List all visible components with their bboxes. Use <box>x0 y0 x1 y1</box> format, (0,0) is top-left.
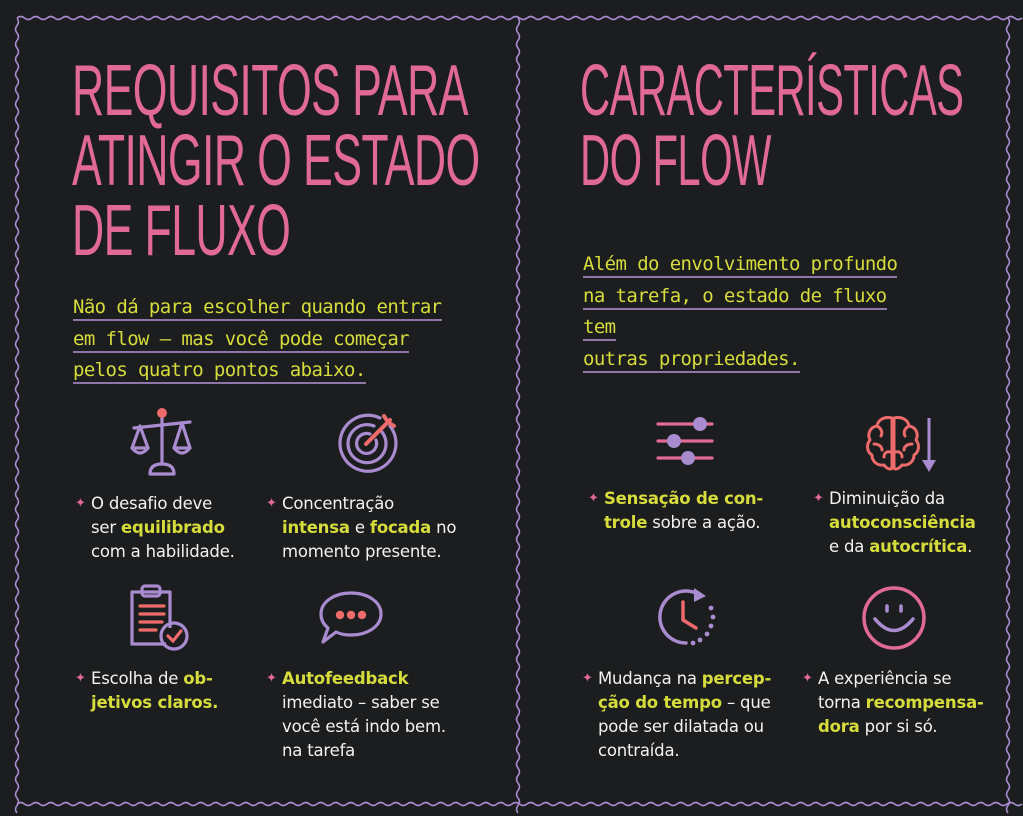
clock-rotate-icon <box>658 588 716 646</box>
sliders-icon <box>656 417 714 465</box>
body-text: momento presente. <box>282 542 442 561</box>
body-text: – que <box>721 693 771 712</box>
highlight-text: percep- <box>701 669 772 688</box>
sparkle-bullet-icon: ✦ <box>588 491 599 506</box>
requirement-item: ✦ O desafio deve ser equilibrado com a habi… <box>75 492 261 564</box>
body-text: torna <box>818 693 866 712</box>
highlight-text: ob- <box>183 669 213 688</box>
body-text: O desafio deve <box>91 494 213 513</box>
intro-line: Não dá para escolher quando entrar <box>73 296 442 321</box>
highlight-text: ção do tempo <box>598 693 722 712</box>
sparkle-bullet-icon: ✦ <box>266 496 277 511</box>
body-text: por si só. <box>859 717 938 736</box>
characteristics-panel: CARACTERÍSTICAS DO FLOW Além do envolvim… <box>518 0 1023 816</box>
body-text: Concentração <box>282 494 394 513</box>
characteristic-item: ✦ Mudança na percep-ção do tempo – que pod… <box>582 667 798 763</box>
highlight-text: equilibrado <box>120 518 225 537</box>
characteristic-item: ✦ A experiência se torna recompensa-dora p… <box>802 667 1008 739</box>
requirements-panel: REQUISITOS PARA ATINGIR O ESTADO DE FLUX… <box>72 51 480 763</box>
highlight-text: focada <box>369 518 432 537</box>
highlight-text: dora <box>818 717 860 736</box>
highlight-text: Autofeedback <box>282 669 409 688</box>
intro-line: outras propriedades. <box>583 347 800 373</box>
characteristics-title: CARACTERÍSTICAS DO FLOW <box>580 51 964 201</box>
requirement-item: ✦ Escolha de ob-jetivos claros. <box>75 667 261 715</box>
highlight-text: autoconsciência <box>829 513 976 532</box>
requirement-item: ✦ Concentração intensa e focada no momento … <box>266 492 472 564</box>
characteristic-item: ✦ Diminuição da autoconsciência e da autocr… <box>813 487 1009 559</box>
sparkle-bullet-icon: ✦ <box>813 491 824 506</box>
body-text: pode ser dilatada ou <box>598 717 764 736</box>
requirements-title: REQUISITOS PARA ATINGIR O ESTADO DE FLUX… <box>72 51 480 271</box>
body-text: Diminuição da <box>829 489 945 508</box>
speech-bubble-icon <box>319 591 383 644</box>
body-text: sobre a ação. <box>647 513 761 532</box>
body-text: Escolha de <box>91 669 184 688</box>
body-text: você está indo bem. <box>282 717 446 736</box>
target-arrow-icon <box>338 413 398 473</box>
highlight-text: recompensa- <box>865 693 984 712</box>
body-text: imediato – saber se <box>282 693 440 712</box>
body-text: com a habilidade. <box>91 542 235 561</box>
sparkle-bullet-icon: ✦ <box>582 671 593 686</box>
body-text: . <box>967 537 973 556</box>
sparkle-bullet-icon: ✦ <box>75 496 86 511</box>
brain-down-arrow-icon <box>866 416 936 472</box>
body-text: e <box>349 518 370 537</box>
highlight-text: intensa <box>282 518 350 537</box>
body-text: na tarefa <box>282 741 356 760</box>
sparkle-bullet-icon: ✦ <box>75 671 86 686</box>
characteristics-intro: Além do envolvimento profundo na tarefa,… <box>583 249 923 375</box>
clipboard-check-icon <box>130 584 189 651</box>
intro-line: em flow – mas você pode começar <box>73 327 410 353</box>
body-text: A experiência se <box>818 669 952 688</box>
intro-line: Além do envolvimento profundo <box>583 253 898 278</box>
highlight-text: Sensação de con- <box>604 489 764 508</box>
highlight-text: trole <box>604 513 648 532</box>
body-text: no <box>431 518 457 537</box>
smiley-face-icon <box>862 586 926 650</box>
sparkle-bullet-icon: ✦ <box>802 671 813 686</box>
body-text: Mudança na <box>598 669 702 688</box>
highlight-text: autocrítica <box>869 537 968 556</box>
requirement-item: ✦ Autofeedback imediato – saber se você est… <box>266 667 472 763</box>
intro-line: na tarefa, o estado de fluxo tem <box>583 284 887 341</box>
body-text: e da <box>829 537 870 556</box>
characteristic-item: ✦ Sensação de con-trole sobre a ação. <box>588 487 774 535</box>
intro-line: pelos quatro pontos abaixo. <box>73 359 366 384</box>
body-text: ser <box>91 518 121 537</box>
balance-scale-icon <box>130 408 192 476</box>
highlight-text: jetivos claros. <box>91 693 219 712</box>
body-text: contraída. <box>598 741 680 760</box>
sparkle-bullet-icon: ✦ <box>266 671 277 686</box>
requirements-intro: Não dá para escolher quando entrar em fl… <box>73 292 463 387</box>
